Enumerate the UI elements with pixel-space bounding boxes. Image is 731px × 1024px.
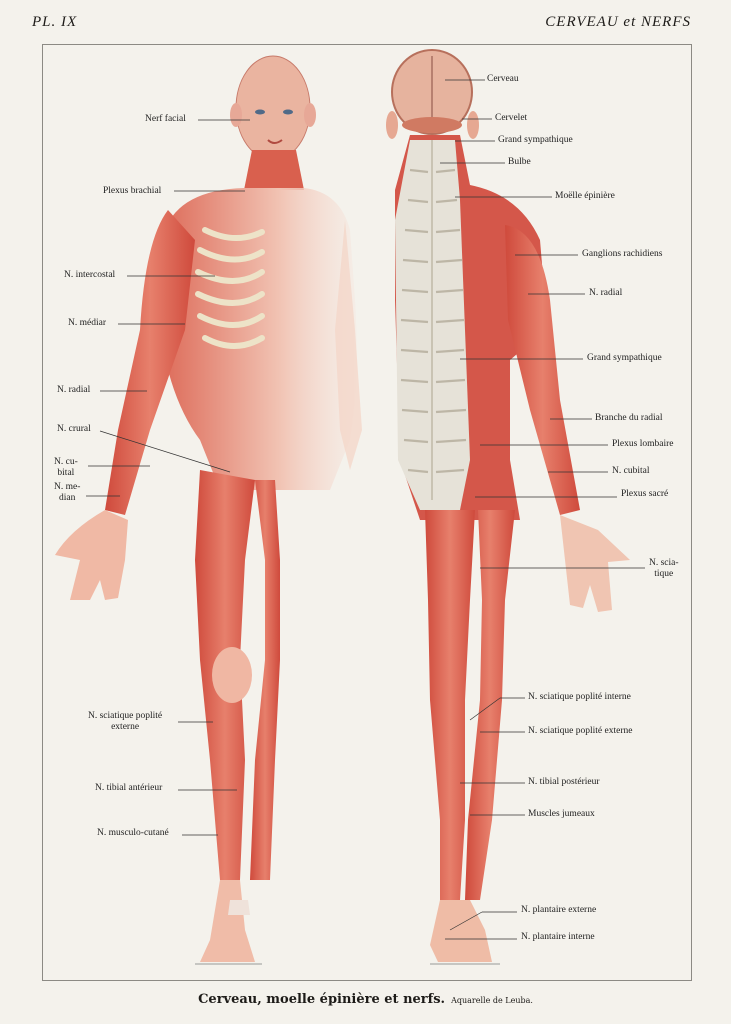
label-n-tibial-anterieur: N. tibial antérieur bbox=[95, 783, 163, 793]
label-n-plantaire-interne: N. plantaire interne bbox=[521, 932, 595, 942]
front-figure bbox=[55, 55, 362, 965]
label-plexus-sacre: Plexus sacré bbox=[621, 489, 669, 499]
back-figure bbox=[386, 49, 630, 965]
label-grand-sympathique-2: Grand sympathique bbox=[587, 353, 662, 363]
label-n-sciatique-poplite-externe-back: N. sciatique poplité externe bbox=[528, 726, 633, 736]
label-nerf-facial: Nerf facial bbox=[145, 114, 186, 124]
plate-frame bbox=[42, 44, 692, 981]
label-bulbe: Bulbe bbox=[508, 157, 531, 167]
label-n-mediar: N. médiar bbox=[68, 318, 106, 328]
label-muscles-jumeaux: Muscles jumeaux bbox=[528, 809, 595, 819]
label-cerveau: Cerveau bbox=[487, 74, 519, 84]
label-plexus-lombaire: Plexus lombaire bbox=[612, 439, 674, 449]
label-n-tibial-posterieur: N. tibial postérieur bbox=[528, 777, 600, 787]
label-branche-du-radial: Branche du radial bbox=[595, 413, 663, 423]
label-n-cubital-front: N. cu- bital bbox=[54, 457, 78, 478]
plate-number: PL. IX bbox=[32, 14, 78, 30]
label-n-plantaire-externe: N. plantaire externe bbox=[521, 905, 597, 915]
label-ganglions-rachidiens: Ganglions rachidiens bbox=[582, 249, 663, 259]
label-n-sciatique-poplite-interne: N. sciatique poplité interne bbox=[528, 692, 631, 702]
label-n-median: N. me- dian bbox=[54, 482, 81, 503]
leader-lines bbox=[86, 79, 645, 940]
plate-caption: Cerveau, moelle épinière et nerfs. Aquare… bbox=[0, 992, 731, 1007]
label-n-radial-back: N. radial bbox=[589, 288, 623, 298]
label-n-sciatique: N. scia- tique bbox=[649, 558, 679, 579]
label-n-musculo-cutane: N. musculo-cutané bbox=[97, 828, 169, 838]
label-moelle-epiniere: Moëlle épinière bbox=[555, 191, 615, 201]
label-n-sciatique-poplite-externe-front: N. sciatique poplité externe bbox=[88, 711, 163, 732]
label-cervelet: Cervelet bbox=[495, 113, 528, 123]
label-n-crural: N. crural bbox=[57, 424, 91, 434]
label-grand-sympathique-1: Grand sympathique bbox=[498, 135, 573, 145]
label-plexus-brachial: Plexus brachial bbox=[103, 186, 162, 196]
label-n-intercostal: N. intercostal bbox=[64, 270, 116, 280]
label-n-cubital-back: N. cubital bbox=[612, 466, 650, 476]
caption-title: Cerveau, moelle épinière et nerfs. bbox=[198, 992, 446, 1007]
label-n-radial-front: N. radial bbox=[57, 385, 91, 395]
caption-credit: Aquarelle de Leuba. bbox=[451, 996, 533, 1005]
plate-title: CERVEAU et NERFS bbox=[545, 14, 691, 30]
